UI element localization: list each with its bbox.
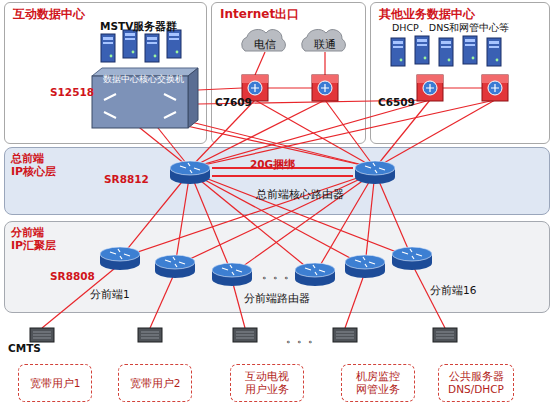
- ellipsis-mark: 。。。: [286, 332, 319, 345]
- service-box: 机房监控 网管业务: [341, 364, 415, 402]
- layer-band: 分前端 IP汇聚层: [4, 221, 550, 313]
- service-box: 宽带用户2: [118, 364, 192, 402]
- node-text: 宽带用户1: [22, 377, 88, 390]
- node-text: Internet出口: [220, 7, 299, 21]
- node-text: 机房监控 网管业务: [345, 370, 411, 395]
- node-text: 互动电视 用户业务: [234, 370, 300, 395]
- layer-band: 总前端 IP核心层: [4, 147, 550, 215]
- data-center-box: 互动数据中心: [4, 2, 207, 144]
- node-text: 宽带用户2: [122, 377, 188, 390]
- data-center-box: Internet出口: [211, 2, 366, 144]
- node-text: 总前端 IP核心层: [11, 152, 73, 178]
- data-center-box: 其他业务数据中心: [370, 2, 550, 144]
- service-box: 互动电视 用户业务: [230, 364, 304, 402]
- node-text: 其他业务数据中心: [379, 7, 475, 21]
- device-label: CMTS: [8, 342, 41, 355]
- node-text: 公共服务器 DNS/DHCP: [443, 370, 509, 395]
- node-text: 分前端 IP汇聚层: [11, 226, 73, 252]
- node-text: 互动数据中心: [13, 7, 85, 21]
- service-box: 公共服务器 DNS/DHCP: [438, 364, 514, 402]
- service-box: 宽带用户1: [18, 364, 92, 402]
